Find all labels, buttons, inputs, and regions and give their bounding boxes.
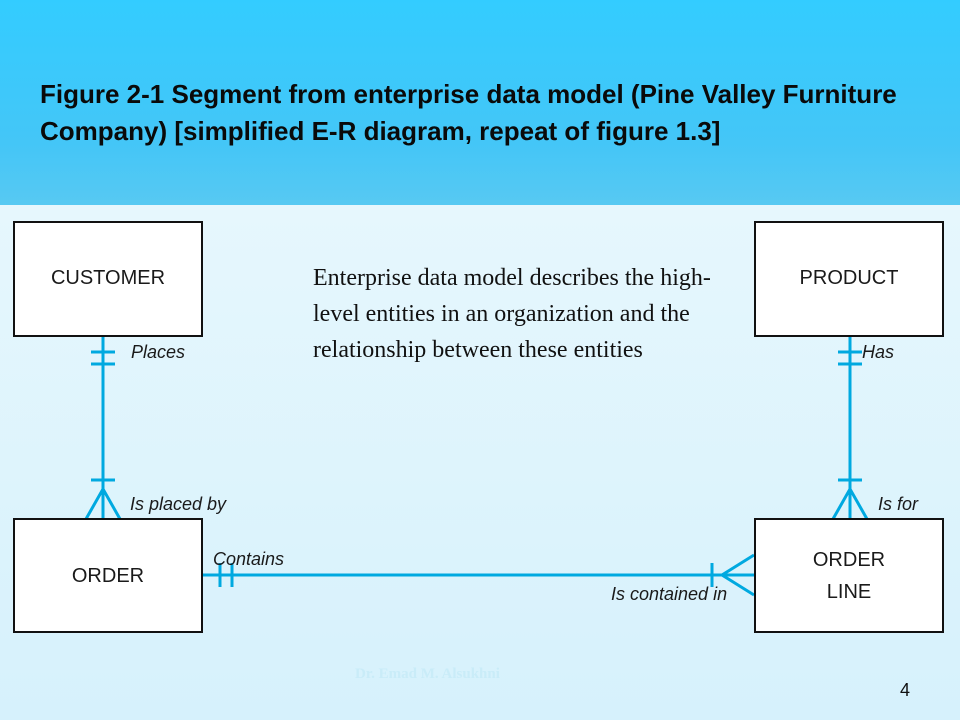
order-entity-label: ORDER [72,565,144,587]
order-line-entity-label-2: LINE [827,581,871,603]
rel-is-placed-by: Is placed by [130,494,227,514]
footer-author: Dr. Emad M. Alsukhni [355,666,500,682]
product-entity [754,221,944,337]
orderline-crows-foot-top [831,485,869,520]
order-line-entity [754,518,944,633]
title-banner [0,0,960,205]
rel-is-contained-in: Is contained in [611,584,727,604]
page-number: 4 [900,680,911,700]
rel-is-for: Is for [878,494,919,514]
description-text: Enterprise data model describes the high… [313,265,711,363]
order-entity [13,518,203,633]
rel-places: Places [131,342,185,362]
slide-title: Figure 2-1 Segment from enterprise data … [40,79,897,146]
order-line-entity-label-1: ORDER [813,549,885,571]
customer-entity [13,221,203,337]
order-crows-foot [84,485,122,520]
customer-entity-label: CUSTOMER [51,267,165,289]
product-entity-label: PRODUCT [800,267,899,289]
rel-has: Has [862,342,894,362]
rel-contains: Contains [213,549,284,569]
orderline-crows-foot-left [719,553,755,597]
